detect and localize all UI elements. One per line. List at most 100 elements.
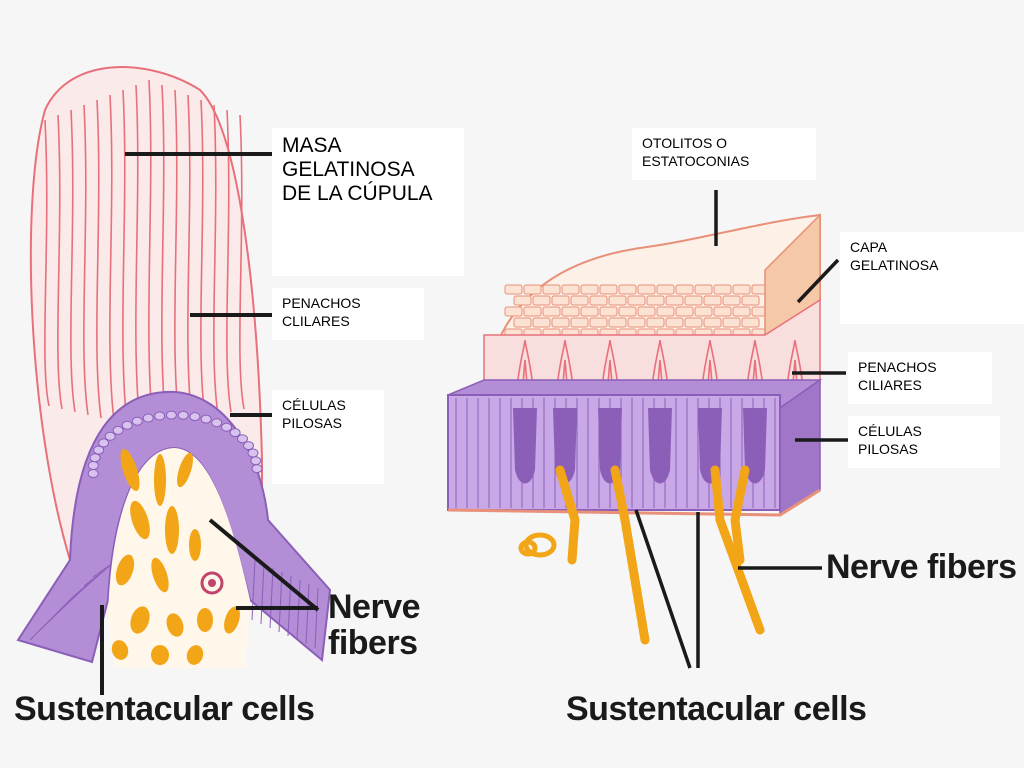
epithelium-nucleus <box>121 420 133 430</box>
otolith-crystal <box>722 317 741 328</box>
otolith-crystal <box>570 295 589 306</box>
otolith-crystal <box>646 295 665 306</box>
otolith-crystal <box>684 317 703 328</box>
hair-cell-body <box>743 408 767 484</box>
hair-cell-body <box>598 408 622 484</box>
otolith-crystal <box>589 317 608 328</box>
otolith-crystal <box>608 295 627 306</box>
nerve-knot <box>518 532 557 558</box>
hair-tuft <box>699 339 721 411</box>
otolith-crystal <box>665 317 684 328</box>
otolith-crystal <box>618 284 637 295</box>
label-cupula-mass: MASA GELATINOSA DE LA CÚPULA <box>272 128 464 276</box>
nerve-fiber-r2 <box>610 465 650 645</box>
label-hair-cells-right: CÉLULAS PILOSAS <box>848 416 1000 468</box>
otolith-crystal <box>722 295 741 306</box>
hair-cell-body <box>513 408 537 484</box>
nerve-fiber-r1 <box>555 465 580 565</box>
otolith-crystal <box>732 284 751 295</box>
nerve-blob <box>224 606 240 634</box>
cupula-stripe <box>148 79 154 431</box>
hair-cell-body <box>553 408 577 484</box>
cupula-stripe <box>96 99 102 419</box>
otolith-crystal <box>532 317 551 328</box>
nerve-blob <box>151 645 169 665</box>
otolith-crystal <box>637 284 656 295</box>
label-nerve-fibers-right: Nerve fibers <box>826 548 1017 586</box>
hair-tuft <box>599 339 621 411</box>
nerve-fibers-left <box>111 448 240 665</box>
otolith-crystal <box>713 284 732 295</box>
cupula-stripes <box>44 79 245 431</box>
nerve-blob <box>151 557 169 593</box>
otolith-crystal <box>523 306 542 317</box>
otolith-crystal <box>551 317 570 328</box>
hair-tuft <box>649 339 671 411</box>
otolith-crystal <box>561 284 580 295</box>
nerve-blob <box>186 645 204 665</box>
epithelium-cell-wall <box>314 587 319 649</box>
cupula-stripe <box>70 109 76 413</box>
cupula-stripe <box>161 84 167 428</box>
otolith-crystal <box>513 317 532 328</box>
otolith-crystal <box>656 306 675 317</box>
right-diagram-macula <box>447 190 848 669</box>
nerve-blob <box>166 613 184 637</box>
nerve-fiber-r3 <box>710 465 765 635</box>
nerve-blob <box>130 606 150 634</box>
label-tufts-right: PENACHOS CILIARES <box>848 352 992 404</box>
epithelium-nucleus <box>189 412 201 422</box>
otolith-crystal <box>580 284 599 295</box>
cupula-stripe <box>122 89 128 425</box>
otolith-crystal <box>703 295 722 306</box>
otolith-crystal <box>513 295 532 306</box>
otolith-crystal <box>570 317 589 328</box>
hair-tuft <box>554 339 576 411</box>
epithelium-cell-wall <box>83 564 112 587</box>
epithelium-nucleus <box>87 461 99 470</box>
otolith-crystal <box>523 284 542 295</box>
hair-cell-body <box>648 408 672 484</box>
nerve-blob <box>130 500 150 540</box>
nerve-knot-1 <box>523 532 557 558</box>
epithelium-nucleus <box>250 456 262 466</box>
epithelium-nucleus <box>237 434 248 444</box>
epithelium-cells-left <box>29 410 319 649</box>
otolith-crystal <box>646 317 665 328</box>
otolith-crystal <box>675 284 694 295</box>
epithelium-nucleus <box>142 413 154 423</box>
otolith-crystal <box>741 295 760 306</box>
nerve-blob <box>115 554 135 586</box>
otolith-crystal <box>551 295 570 306</box>
otolith-crystal <box>561 306 580 317</box>
nerve-blob <box>197 608 213 632</box>
otolith-crystal <box>675 306 694 317</box>
otolith-crystal <box>542 284 561 295</box>
cupula-stripe <box>226 109 232 413</box>
nerve-fibers-right <box>555 465 765 645</box>
otolith-crystal <box>637 306 656 317</box>
nerve-blob <box>177 452 193 488</box>
cupula-stripe <box>200 99 206 419</box>
cupula-stripe <box>44 119 50 407</box>
epithelium-nucleus <box>247 448 259 458</box>
otolith-crystal <box>694 284 713 295</box>
otolith-crystal <box>608 317 627 328</box>
cupula-stripe <box>239 114 245 410</box>
label-nerve-fibers-left: Nerve fibers <box>328 588 421 662</box>
otolith-crystal <box>703 317 722 328</box>
otolith-crystal <box>713 306 732 317</box>
epithelium-nucleus <box>154 411 166 421</box>
otolith-crystal <box>504 284 523 295</box>
epithelium-nucleus <box>243 441 254 451</box>
epithelium-nucleus <box>112 425 124 435</box>
epithelium-nucleus <box>200 414 212 424</box>
label-sustentacular-left: Sustentacular cells <box>14 690 315 728</box>
otolith-crystal <box>532 295 551 306</box>
cupula-stripe <box>213 104 219 416</box>
left-diagram-crista <box>16 66 332 695</box>
label-otoliths: OTOLITOS O ESTATOCONIAS <box>632 128 816 180</box>
otolith-crystal <box>684 295 703 306</box>
